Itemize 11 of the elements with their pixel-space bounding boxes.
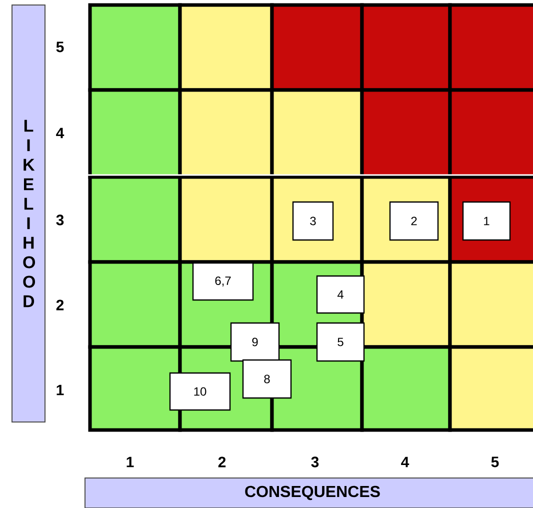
axis-title-band: CONSEQUENCES xyxy=(84,478,533,508)
risk-number-box: 9 xyxy=(230,322,280,362)
risk-number-box: 4 xyxy=(316,275,365,314)
risk-number-box: 1 xyxy=(462,201,511,241)
risk-number-box: 3 xyxy=(292,201,334,241)
axis-title-band: LIKELIHOOD xyxy=(12,4,46,422)
risk-number-box: 2 xyxy=(389,201,439,241)
risk-number-box: 10 xyxy=(169,372,231,411)
risk-number-box: 6,7 xyxy=(192,262,254,301)
risk-number-box: 8 xyxy=(242,359,292,399)
risk-number-box: 5 xyxy=(316,322,365,362)
